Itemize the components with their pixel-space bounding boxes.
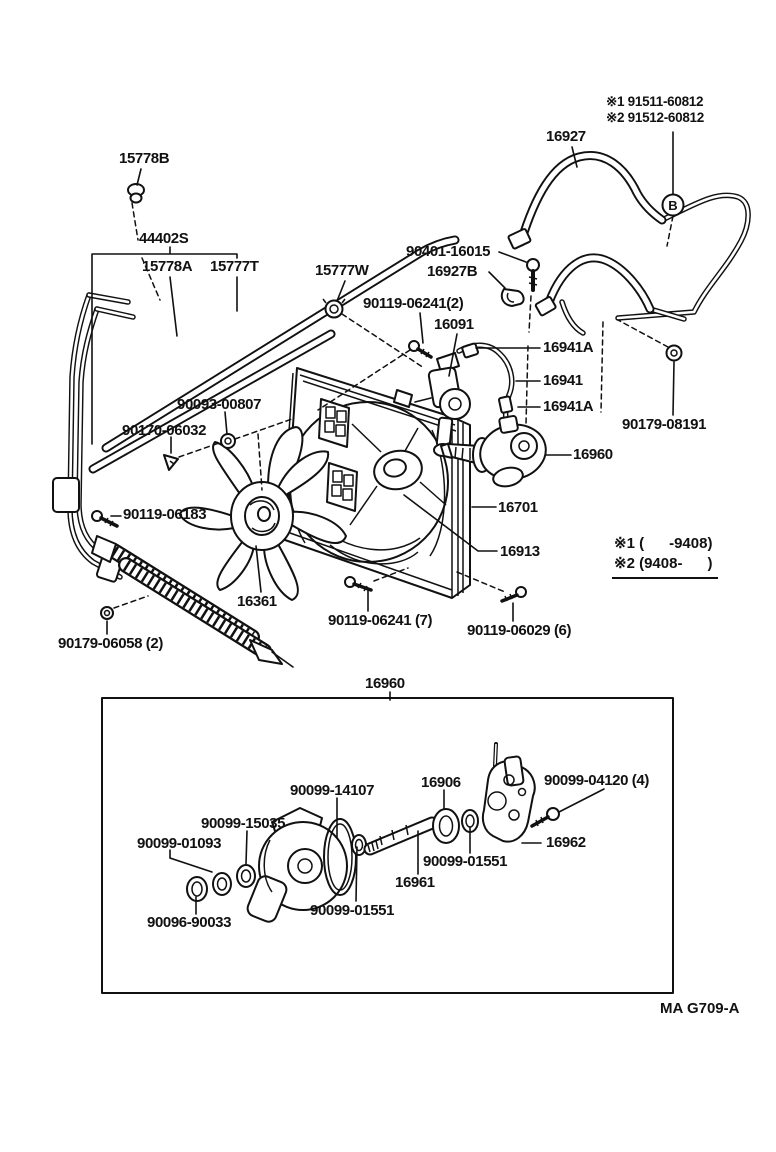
part-label-16927b: 16927B	[427, 263, 478, 280]
bolt-06183-icon	[91, 510, 119, 528]
part-label-90099-15035: 90099-15035	[201, 815, 286, 832]
nut-90093-icon	[220, 433, 236, 449]
part-label-90099-01093: 90099-01093	[137, 835, 222, 852]
part-label-15777t: 15777T	[210, 258, 259, 275]
part-label-16701: 16701	[498, 499, 538, 516]
part-label-16927: 16927	[546, 128, 586, 145]
part-label-16091: 16091	[434, 316, 474, 333]
part-label-90093-00807: 90093-00807	[177, 396, 262, 413]
grommet-15778b-icon	[127, 183, 145, 204]
part-label-16941a-upper: 16941A	[543, 339, 594, 356]
hardware-icons: B	[91, 183, 685, 620]
ring-90033	[186, 876, 208, 902]
part-label-90119-06241-7: 90119-06241 (7)	[328, 612, 433, 629]
clamp-16927b-icon	[500, 288, 525, 307]
circled-b-letter: B	[668, 198, 677, 213]
part-label-90179-08191: 90179-08191	[622, 416, 707, 433]
bearing-16906	[432, 808, 460, 844]
part-label-90119-06029-6: 90119-06029 (6)	[467, 622, 572, 639]
inset-title-16960: 16960	[365, 675, 405, 692]
part-label-90099-01551-side: 90099-01551	[423, 853, 508, 870]
power-steering-pump-main	[440, 415, 547, 488]
part-label-16960-main: 16960	[573, 446, 613, 463]
footnote-block: ※1 ( -9408) ※2 (9408- )	[612, 534, 719, 579]
inset-leader-lines	[169, 788, 605, 915]
nut-06058-icon	[100, 606, 114, 620]
part-label-16961: 16961	[395, 874, 435, 891]
part-label-90099-04120-4: 90099-04120 (4)	[544, 772, 649, 789]
clamp-15777w-icon	[322, 298, 346, 319]
part-label-16941a-lower: 16941A	[543, 398, 594, 415]
bolt-06029-icon	[500, 586, 527, 603]
footnote-line-2: ※2 (9408- )	[614, 555, 713, 572]
bolt-06241-2-icon	[408, 340, 433, 359]
cooling-fan	[179, 426, 347, 601]
legend-line-2: ※2 91512-60812	[606, 110, 704, 125]
seal-01551-lower	[351, 834, 367, 856]
part-label-90170-06032: 90170-06032	[122, 422, 207, 439]
nut-08191-icon	[665, 344, 683, 362]
hose-16941	[459, 343, 513, 419]
inset-box-16960	[101, 691, 674, 994]
bolt-04120-icon	[530, 807, 560, 828]
washer-15035	[236, 864, 256, 888]
part-label-44402s: 44402S	[139, 230, 189, 247]
cover-16962	[481, 742, 536, 843]
o-ring-14107	[323, 818, 357, 896]
legend-line-1: ※1 91511-60812	[606, 94, 704, 109]
part-label-16962: 16962	[546, 834, 586, 851]
part-label-15778a: 15778A	[142, 258, 193, 275]
shaft-16961	[368, 823, 432, 852]
leader-lines	[91, 131, 675, 635]
part-label-90119-06183: 90119-06183	[123, 506, 207, 523]
part-label-16913: 16913	[500, 543, 540, 560]
circled-b-marker: B	[661, 193, 685, 217]
dashed-lines	[113, 202, 674, 609]
part-label-90096-90033: 90096-90033	[147, 914, 232, 931]
oil-cooler-coil	[91, 535, 294, 668]
bolt-90401-icon	[526, 258, 540, 292]
part-label-15778b: 15778B	[119, 150, 170, 167]
part-label-90099-14107: 90099-14107	[290, 782, 375, 799]
washer-01093	[212, 872, 232, 896]
part-label-90119-06241-2: 90119-06241(2)	[363, 295, 464, 312]
drawing-code: MA G709-A	[660, 1000, 740, 1017]
part-label-90099-01551-lower: 90099-01551	[310, 902, 395, 919]
hose-assembly-16927	[507, 155, 748, 333]
part-label-16941: 16941	[543, 372, 583, 389]
bolt-06241-7-icon	[344, 576, 373, 592]
pin-90170-icon	[163, 454, 179, 471]
part-label-90401-16015: 90401-16015	[406, 243, 491, 260]
part-label-90179-06058-2: 90179-06058 (2)	[58, 635, 163, 652]
footnote-line-1: ※1 ( -9408)	[614, 535, 713, 552]
part-label-15777w: 15777W	[315, 262, 369, 279]
part-label-16361: 16361	[237, 593, 277, 610]
part-label-16906: 16906	[421, 774, 461, 791]
